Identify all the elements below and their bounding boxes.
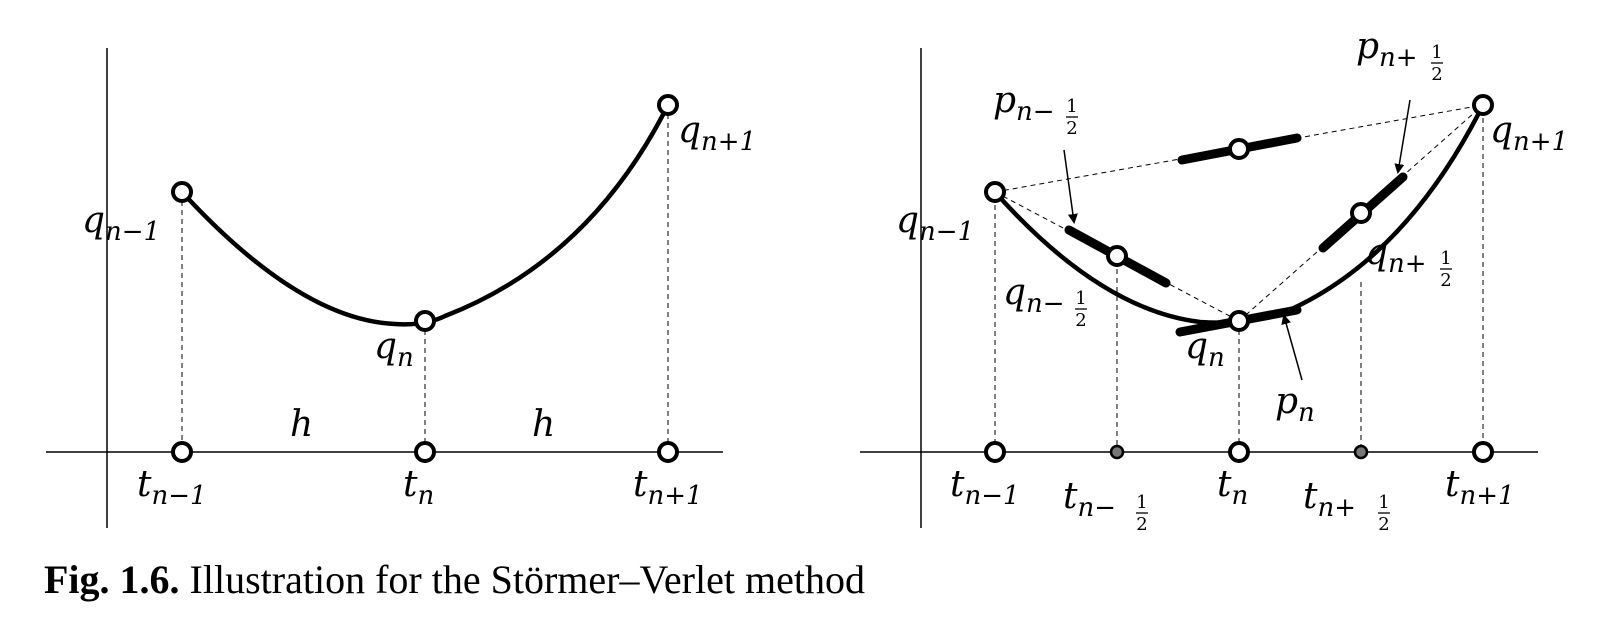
right-q-half-minus-point [1106,245,1128,267]
right-label-p-half-minus: pn− 1 2 [993,80,1078,139]
right-q-curr-point [1228,310,1250,332]
svg-text:2: 2 [1075,310,1086,331]
left-label-q-next: qn+1 [678,110,756,157]
svg-text:2: 2 [1066,118,1077,139]
svg-text:1: 1 [1440,248,1451,269]
right-t-next-point [1472,441,1494,463]
right-q-prev-point [984,181,1006,203]
right-arrow-p-half-plus [1394,99,1411,174]
left-label-q-prev: qn−1 [82,200,160,247]
svg-text:1: 1 [1066,96,1077,117]
left-t-prev-point [171,441,193,463]
svg-text:2: 2 [1440,270,1451,291]
left-label-step-right: h [532,404,555,445]
right-label-q-curr: qn [1185,326,1225,373]
svg-text:1: 1 [1075,288,1086,309]
figure-caption: Fig. 1.6. Illustration for the Störmer–V… [44,556,865,603]
svg-text:qn+: qn+ [1365,232,1427,279]
svg-text:pn+: pn+ [1356,26,1418,73]
right-label-t-prev: tn−1 [950,464,1020,511]
right-label-p-n: pn [1275,381,1315,428]
right-arrow-p-n [1281,314,1303,381]
right-q-next-point [1472,94,1494,116]
right-label-t-curr: tn [1217,464,1248,511]
right-label-t-half-plus: tn+ 1 2 [1303,476,1390,535]
right-q-half-plus-point [1350,202,1372,224]
left-q-next-point [657,94,679,116]
svg-text:1: 1 [1378,492,1389,513]
svg-text:1: 1 [1136,492,1147,513]
figure-number: Fig. 1.6. [44,557,180,602]
left-solution-curve [180,103,671,327]
right-label-q-half-plus: qn+ 1 2 [1365,232,1452,291]
svg-text:2: 2 [1136,514,1147,535]
right-arrow-p-half-minus [1063,149,1078,224]
left-panel: qn−1 qn qn+1 h h tn−1 tn tn+1 [46,48,756,528]
svg-text:tn+: tn+ [1303,476,1356,523]
left-q-curr-point [414,310,436,332]
left-label-q-curr: qn [374,326,414,373]
svg-text:pn−: pn− [993,80,1055,127]
figure-caption-text: Illustration for the Störmer–Verlet meth… [189,557,865,602]
right-label-q-next: qn+1 [1490,110,1568,157]
right-label-q-half-minus: qn− 1 2 [1003,272,1087,331]
right-t-prev-point [984,441,1006,463]
left-q-prev-point [171,181,193,203]
right-t-curr-point [1228,441,1250,463]
svg-text:2: 2 [1431,64,1442,85]
left-label-step-left: h [290,404,313,445]
left-label-t-prev: tn−1 [137,464,207,511]
right-t-half-plus-point [1353,444,1369,460]
left-label-t-curr: tn [403,464,434,511]
right-panel: qn−1 qn qn+1 qn− 1 2 qn+ 1 2 pn− 1 2 pn+ [860,26,1568,535]
svg-text:1: 1 [1431,42,1442,63]
left-label-t-next: tn+1 [633,464,703,511]
svg-text:2: 2 [1378,514,1389,535]
svg-text:qn−: qn− [1003,272,1065,319]
right-top-midpoint [1228,138,1250,160]
right-label-t-half-minus: tn− 1 2 [1063,476,1148,535]
right-label-p-half-plus: pn+ 1 2 [1356,26,1443,85]
right-label-q-prev: qn−1 [896,200,974,247]
left-t-next-point [657,441,679,463]
right-t-half-minus-point [1109,444,1125,460]
right-label-t-next: tn+1 [1445,464,1515,511]
svg-text:tn−: tn− [1063,476,1116,523]
left-t-curr-point [414,441,436,463]
